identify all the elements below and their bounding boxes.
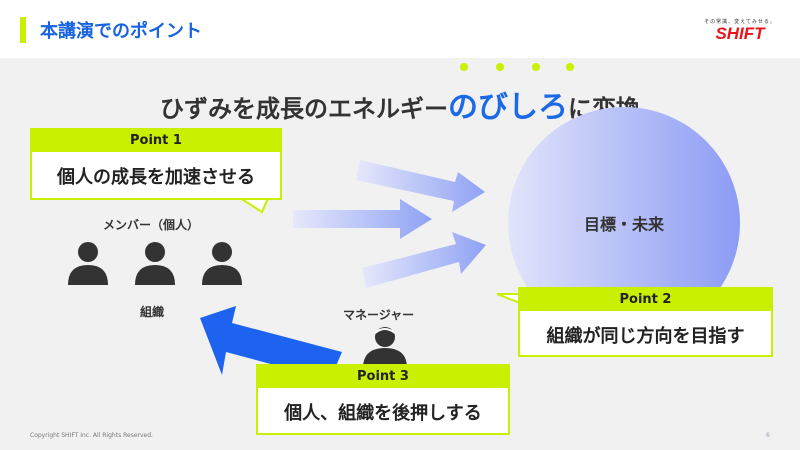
members-label: メンバー（個人） [103, 218, 200, 232]
point-1-card: Point 1 個人の成長を加速させる [30, 128, 282, 200]
arrow-upper [356, 160, 485, 212]
org-label: 組織 [140, 305, 165, 319]
point-3-card: Point 3 個人、組織を後押しする [256, 364, 510, 435]
point-text: 組織が同じ方向を目指す [546, 326, 745, 347]
headline: ひずみを成長のエネルギーのびしろに変換 [0, 82, 800, 126]
point-text: 個人の成長を加速させる [57, 167, 255, 188]
manager-label: マネージャー [343, 308, 415, 322]
logo-tagline: その常識、変えてみせる。 [704, 19, 776, 25]
emphasis-dots [458, 63, 578, 73]
headline-text: ひずみを成長のエネルギー [160, 95, 448, 123]
point-text: 個人、組織を後押しする [284, 403, 482, 424]
manager-icon [363, 327, 407, 368]
point-title: Point 3 [258, 366, 508, 388]
bubble-tail-1 [236, 197, 270, 214]
copyright: Copyright SHIFT Inc. All Rights Reserved… [30, 432, 153, 439]
slide-title: 本講演でのポイント [40, 21, 202, 42]
point-title: Point 1 [32, 130, 280, 152]
shift-logo: その常識、変えてみせる。 SHIFT [700, 18, 780, 42]
logo-text: SHIFT [715, 24, 765, 43]
arrow-lower [362, 232, 486, 288]
point-title: Point 2 [520, 289, 771, 311]
arrow-middle [293, 199, 432, 239]
page-number: 6 [766, 432, 770, 439]
arrow-pushback [200, 306, 342, 380]
goal-label: 目標・未来 [583, 215, 664, 234]
headline-highlight: のびしろ [448, 90, 568, 125]
point-2-card: Point 2 組織が同じ方向を目指す [518, 287, 773, 357]
header: 本講演でのポイント その常識、変えてみせる。 SHIFT [0, 0, 800, 58]
members-icons [68, 242, 242, 285]
title-accent-bar [20, 17, 26, 43]
